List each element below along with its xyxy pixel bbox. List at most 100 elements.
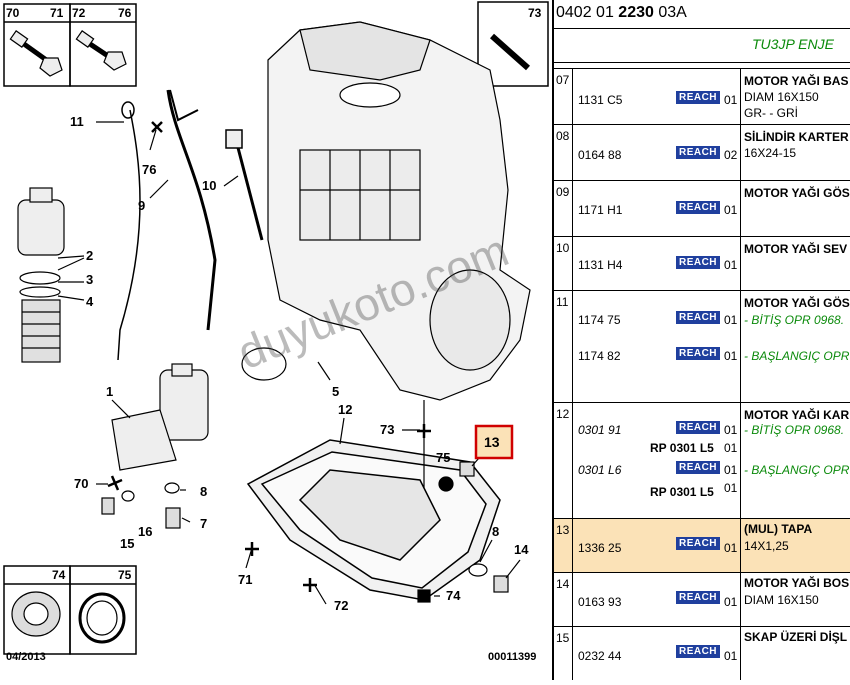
part-ref[interactable]: 1171 H1 xyxy=(578,203,623,217)
part-ref[interactable]: 0163 93 xyxy=(578,595,622,609)
box-label-75: 75 xyxy=(118,568,132,582)
part-desc: SİLİNDİR KARTER xyxy=(744,130,849,144)
reach-badge[interactable]: REACH xyxy=(676,461,720,474)
callout-74: 74 xyxy=(446,588,461,603)
reach-badge[interactable]: REACH xyxy=(676,347,720,360)
washer-8b-icon xyxy=(468,563,488,577)
reach-badge[interactable]: REACH xyxy=(676,645,720,658)
sensor-7-icon xyxy=(165,507,181,529)
part-row-09[interactable]: 09 1171 H1 REACH 01 MOTOR YAĞI GÖS xyxy=(554,180,850,237)
part-desc-3: - BAŞLANGIÇ OPR xyxy=(744,349,850,363)
header-rule-1 xyxy=(554,28,850,29)
callout-14: 14 xyxy=(514,542,529,557)
box-label-71: 71 xyxy=(50,6,64,20)
part-qty: 01 xyxy=(724,203,738,217)
callout-13-highlight xyxy=(474,424,514,460)
reach-badge[interactable]: REACH xyxy=(676,201,720,214)
part-desc: SKAP ÜZERİ DİŞL xyxy=(744,630,848,644)
callout-8b: 8 xyxy=(492,524,499,539)
part-desc-2: - BİTİŞ OPR 0968. xyxy=(744,313,845,327)
callout-1: 1 xyxy=(106,384,113,399)
part-row-08[interactable]: 08 0164 88 REACH 02 SİLİNDİR KARTER 16X2… xyxy=(554,124,850,181)
filter-housing-drawing xyxy=(111,347,287,471)
plug-14-icon xyxy=(493,575,509,593)
part-ref[interactable]: 1336 25 xyxy=(578,541,622,555)
reach-badge[interactable]: REACH xyxy=(676,91,720,104)
part-qty: 01 xyxy=(724,595,738,609)
part-qty: 01 xyxy=(724,349,738,363)
callout-71: 71 xyxy=(238,572,252,587)
reach-badge[interactable]: REACH xyxy=(676,591,720,604)
part-row-13[interactable]: 13 1336 25 REACH 01 (MUL) TAPA 14X1,25 xyxy=(554,518,850,573)
callout-13[interactable]: 13 xyxy=(484,434,500,450)
bolt-70-icon xyxy=(9,30,63,77)
part-rp-ref[interactable]: RP 0301 L5 xyxy=(650,485,714,499)
sensor-10 xyxy=(234,139,264,241)
header-rule-2 xyxy=(554,62,850,63)
part-qty: 01 xyxy=(724,441,738,455)
oil-filter-parts xyxy=(17,187,65,363)
part-row-15[interactable]: 15 0232 44 REACH 01 SKAP ÜZERİ DİŞL xyxy=(554,626,850,680)
part-desc: MOTOR YAĞI GÖS xyxy=(744,296,850,310)
washer-16-icon xyxy=(121,490,135,502)
seal-74-icon xyxy=(11,591,61,637)
part-ref[interactable]: 0232 44 xyxy=(578,649,622,663)
part-qty: 02 xyxy=(724,148,738,162)
part-qty: 01 xyxy=(724,258,738,272)
part-desc-2: DIAM 16X150 xyxy=(744,90,819,104)
parts-panel: 0402 01 2230 03A TU3JP ENJE 07 1131 C5 R… xyxy=(554,0,850,680)
callout-73: 73 xyxy=(380,422,394,437)
part-qty: 01 xyxy=(724,541,738,555)
callout-5: 5 xyxy=(332,384,339,399)
part-ref[interactable]: 0301 91 xyxy=(578,423,622,437)
callout-8a: 8 xyxy=(200,484,207,499)
panel-divider xyxy=(552,0,554,680)
part-ref[interactable]: 1131 C5 xyxy=(578,93,623,107)
plug-15-icon xyxy=(101,497,115,515)
part-desc-2: 14X1,25 xyxy=(744,539,789,553)
part-qty: 01 xyxy=(724,423,738,437)
reach-badge[interactable]: REACH xyxy=(676,256,720,269)
part-ref[interactable]: 0164 88 xyxy=(578,148,622,162)
part-qty: 01 xyxy=(724,481,738,495)
row-index: 13 xyxy=(556,523,570,537)
box-stud-73 xyxy=(477,1,549,87)
row-index: 08 xyxy=(556,129,570,143)
part-desc-2: DIAM 16X150 xyxy=(744,593,819,607)
exploded-diagram: 70 71 72 76 73 74 75 11 76 10 9 2 3 4 1 … xyxy=(3,1,549,663)
box-label-70: 70 xyxy=(6,6,20,20)
reach-badge[interactable]: REACH xyxy=(676,146,720,159)
part-desc: MOTOR YAĞI GÖS xyxy=(744,186,850,200)
diagram-code: 00011399 xyxy=(488,651,536,663)
part-ref[interactable]: 0301 L6 xyxy=(578,463,622,477)
callout-3: 3 xyxy=(86,272,93,287)
part-row-10[interactable]: 10 1131 H4 REACH 01 MOTOR YAĞI SEV xyxy=(554,236,850,291)
part-desc: MOTOR YAĞI BAS xyxy=(744,74,849,88)
part-ref[interactable]: 1174 82 xyxy=(578,349,621,363)
part-row-11[interactable]: 11 1174 75 REACH 01 1174 82 REACH 01 MOT… xyxy=(554,290,850,403)
part-desc: MOTOR YAĞI BOS xyxy=(744,576,850,590)
callout-2: 2 xyxy=(86,248,93,263)
reference-number: 0402 01 2230 03A xyxy=(556,4,687,21)
part-qty: 01 xyxy=(724,313,738,327)
part-rp-ref[interactable]: RP 0301 L5 xyxy=(650,441,714,455)
row-index: 15 xyxy=(556,631,570,645)
part-row-12[interactable]: 12 0301 91 REACH 01 RP 0301 L5 01 0301 L… xyxy=(554,402,850,519)
reach-badge[interactable]: REACH xyxy=(676,421,720,434)
guide-tube-9 xyxy=(166,89,217,331)
diagram-drawing: 70 71 72 76 73 74 75 11 76 10 9 2 3 4 1 … xyxy=(3,1,549,663)
oil-pan-drawing xyxy=(246,439,501,601)
part-desc-3: GR- - GRİ xyxy=(744,106,798,120)
reach-badge[interactable]: REACH xyxy=(676,537,720,550)
reach-badge[interactable]: REACH xyxy=(676,311,720,324)
row-index: 11 xyxy=(556,295,569,309)
part-ref[interactable]: 1131 H4 xyxy=(578,258,623,272)
part-row-07[interactable]: 07 1131 C5 REACH 01 MOTOR YAĞI BAS DIAM … xyxy=(554,68,850,125)
row-index: 09 xyxy=(556,185,570,199)
part-desc: MOTOR YAĞI SEV xyxy=(744,242,848,256)
part-row-14[interactable]: 14 0163 93 REACH 01 MOTOR YAĞI BOS DIAM … xyxy=(554,572,850,627)
part-desc: (MUL) TAPA xyxy=(744,522,813,536)
plug-75-icon xyxy=(438,476,454,492)
box-label-73: 73 xyxy=(528,6,542,20)
part-ref[interactable]: 1174 75 xyxy=(578,313,621,327)
